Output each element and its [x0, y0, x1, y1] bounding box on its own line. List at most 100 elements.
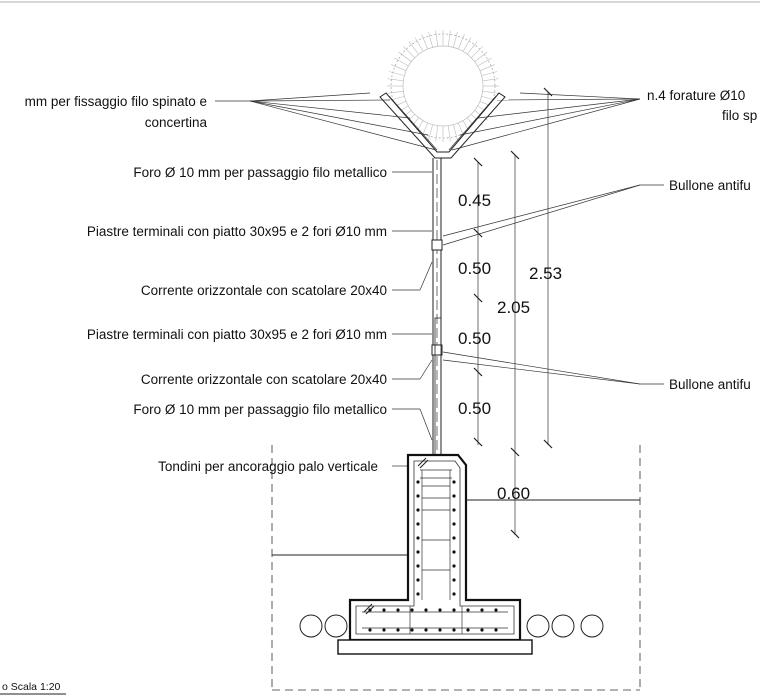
lean-concrete-base — [337, 639, 533, 655]
terminal-plate — [431, 239, 443, 251]
dimension-0-50-middle: 0.50 — [458, 329, 491, 348]
label-concertina: concertina — [145, 115, 208, 130]
rebar-dot — [452, 480, 456, 484]
coil-ray — [435, 125, 439, 142]
dimension-lines — [473, 87, 553, 539]
excavation-outline — [271, 445, 641, 691]
rebar-dot — [424, 628, 428, 632]
rebar-dot — [416, 480, 420, 484]
label-terminal-plate-1: Piastre terminali con piatto 30x95 e 2 f… — [87, 224, 387, 239]
rebar-dot — [382, 628, 386, 632]
dimension-2-05: 2.05 — [497, 298, 530, 317]
coil-ray — [482, 78, 499, 82]
coil-ray — [471, 46, 483, 58]
coil-ray — [408, 41, 419, 55]
label-hole-top: Foro Ø 10 mm per passaggio filo metallic… — [133, 165, 387, 180]
coil-ray — [435, 30, 439, 47]
dimension-0-50-bottom: 0.50 — [458, 399, 491, 418]
coil-ray — [391, 64, 407, 71]
rebar-dot — [480, 608, 484, 612]
coil-ray — [387, 78, 404, 82]
coil-ray — [453, 31, 458, 48]
scale-note: o Scala 1:20 — [0, 681, 66, 695]
concrete-foundation — [337, 453, 533, 655]
rebar-dot — [452, 592, 456, 596]
barbed-wire-fan-lines — [249, 92, 641, 151]
right-leader-lines — [442, 184, 664, 385]
coil-ray — [453, 124, 458, 141]
rebar-dot — [416, 592, 420, 596]
label-horizontal-rail-1: Corrente orizzontale con scatolare 20x40 — [141, 283, 387, 298]
rebar-dot — [494, 608, 498, 612]
coil-ray — [482, 90, 499, 94]
dimension-2-53: 2.53 — [529, 264, 562, 283]
coil-ray — [479, 64, 495, 71]
label-holes-count: n.4 forature Ø10 — [647, 88, 745, 103]
rebar-dot — [452, 578, 456, 582]
rebar-dot — [494, 628, 498, 632]
coil-ray — [447, 125, 451, 142]
callout-labels-left: mm per fissaggio filo spinato e concerti… — [25, 94, 387, 474]
label-barbed-wire-right: filo sp — [722, 108, 757, 123]
rebar-dot — [410, 628, 414, 632]
rebar-dot — [452, 564, 456, 568]
coil-ray — [421, 34, 428, 50]
rebar-dot — [452, 628, 456, 632]
rebar-dot — [396, 628, 400, 632]
rebar-dot — [452, 608, 456, 612]
coil-ray — [481, 71, 498, 76]
dimension-values: 0.45 0.50 0.50 0.50 2.53 2.05 0.60 — [458, 191, 562, 503]
label-tamper-bolt-1: Bullone antifu — [669, 178, 751, 193]
rebar-dot — [416, 578, 420, 582]
coil-ray — [458, 34, 465, 50]
drainage-gravel — [299, 614, 604, 638]
ground-line — [272, 499, 640, 556]
rebar-dot — [416, 522, 420, 526]
dimension-0-60: 0.60 — [497, 484, 530, 503]
coil-ray — [394, 57, 409, 67]
label-hole-bottom: Foro Ø 10 mm per passaggio filo metallic… — [133, 402, 387, 417]
rebar-dot — [368, 628, 372, 632]
rebar-dot — [452, 494, 456, 498]
rebar-dot — [452, 550, 456, 554]
coil-ray — [467, 41, 478, 55]
coil-ray — [474, 51, 488, 62]
rebar-dot — [424, 608, 428, 612]
left-leader-lines — [392, 171, 433, 467]
scale-label: o Scala 1:20 — [2, 681, 61, 693]
coil-ray — [398, 51, 412, 62]
rebar-dot — [452, 536, 456, 540]
coil-ray — [428, 124, 433, 141]
rebar-dot — [410, 608, 414, 612]
coil-ray — [462, 37, 472, 52]
rebar-dot — [368, 608, 372, 612]
callout-labels-right: n.4 forature Ø10 filo sp Bullone antifu … — [647, 88, 757, 392]
coil-ray — [403, 46, 415, 58]
coil-ray — [414, 37, 424, 52]
y-arm-head — [379, 92, 506, 159]
label-terminal-plate-2: Piastre terminali con piatto 30x95 e 2 f… — [87, 327, 387, 342]
rebar-dot — [466, 608, 470, 612]
label-horizontal-rail-2: Corrente orizzontale con scatolare 20x40 — [141, 372, 387, 387]
rebar-dot — [416, 564, 420, 568]
rebar-dot — [452, 522, 456, 526]
coil-ray — [428, 31, 433, 48]
coil-ray — [388, 71, 405, 76]
coil-ray — [447, 30, 451, 47]
coil-ray — [387, 90, 404, 94]
rebar-dot — [416, 494, 420, 498]
rebar-dot — [438, 628, 442, 632]
dimension-0-50-top: 0.50 — [458, 259, 491, 278]
rebar-dot — [452, 508, 456, 512]
coil-ray — [477, 57, 492, 67]
dimension-0-45: 0.45 — [458, 191, 491, 210]
label-tamper-bolt-2: Bullone antifu — [669, 377, 751, 392]
rebar-dot — [480, 628, 484, 632]
terminal-plate — [431, 344, 443, 356]
rebar-dot — [438, 608, 442, 612]
rebar-dot — [396, 608, 400, 612]
concertina-coil — [387, 30, 499, 142]
rebar-dot — [466, 628, 470, 632]
